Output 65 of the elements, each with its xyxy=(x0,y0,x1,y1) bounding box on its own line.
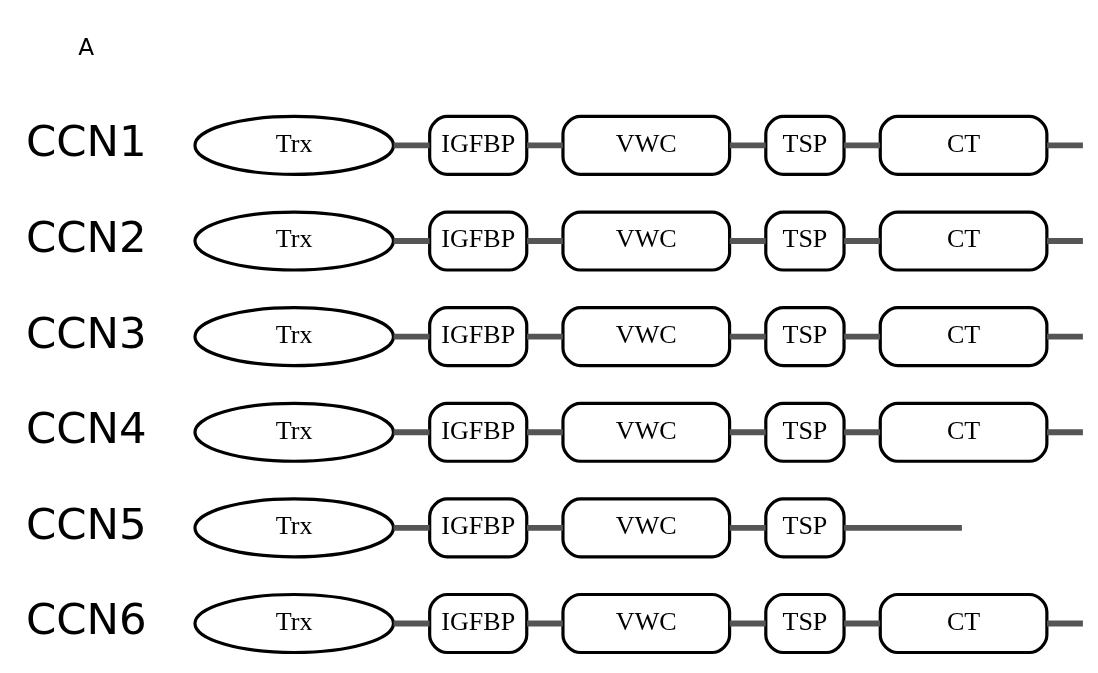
node-box: TSP xyxy=(764,401,846,463)
connector xyxy=(729,237,766,244)
label: CCN4 xyxy=(25,402,147,453)
node-ellipse: Trx xyxy=(193,209,396,272)
node-box: TSP xyxy=(764,114,846,176)
label: A xyxy=(78,32,95,60)
node-box: TSP xyxy=(764,209,846,272)
node-ellipse: Trx xyxy=(193,592,396,654)
node-box: VWC xyxy=(561,592,732,654)
connector xyxy=(393,333,430,340)
connector xyxy=(729,620,766,626)
connector xyxy=(844,620,881,626)
node-box: IGFBP xyxy=(428,401,529,463)
connector xyxy=(1047,620,1083,626)
connector xyxy=(527,333,563,340)
label: CCN1 xyxy=(25,115,147,166)
connector xyxy=(393,524,430,531)
connector xyxy=(393,237,430,244)
node-box: TSP xyxy=(764,592,846,654)
connector xyxy=(729,142,766,148)
connector xyxy=(527,620,563,626)
node-box: VWC xyxy=(561,209,732,272)
node-box: IGFBP xyxy=(428,305,529,367)
node-box: IGFBP xyxy=(428,496,529,558)
connector xyxy=(729,333,766,340)
node-box: CT xyxy=(878,592,1049,654)
label: CCN2 xyxy=(25,211,147,262)
node-box: IGFBP xyxy=(428,114,529,176)
node-box: CT xyxy=(878,114,1049,176)
label: CCN6 xyxy=(25,593,147,644)
connector xyxy=(393,142,430,148)
node-ellipse: Trx xyxy=(193,496,396,558)
node-box: CT xyxy=(878,209,1049,272)
connector xyxy=(844,142,881,148)
node-box: TSP xyxy=(764,496,846,558)
node-box: TSP xyxy=(764,305,846,367)
label: CCN5 xyxy=(25,498,147,549)
connector xyxy=(393,620,430,626)
connector xyxy=(1047,237,1083,244)
node-ellipse: Trx xyxy=(193,305,396,367)
connector xyxy=(1047,428,1083,435)
node-ellipse: Trx xyxy=(193,114,396,176)
connector xyxy=(729,524,766,531)
connector xyxy=(393,428,430,435)
node-box: VWC xyxy=(561,305,732,367)
connector xyxy=(527,428,563,435)
node-box: VWC xyxy=(561,401,732,463)
connector xyxy=(1047,142,1083,148)
connector xyxy=(844,237,881,244)
connector xyxy=(527,524,563,531)
node-box: VWC xyxy=(561,496,732,558)
connector xyxy=(1047,333,1083,340)
node-box: IGFBP xyxy=(428,592,529,654)
connector xyxy=(527,237,563,244)
node-box: VWC xyxy=(561,114,732,176)
connector xyxy=(844,333,881,340)
connector xyxy=(844,524,962,531)
node-box: IGFBP xyxy=(428,209,529,272)
connector xyxy=(844,428,881,435)
label: CCN3 xyxy=(25,307,147,357)
node-box: CT xyxy=(878,401,1049,463)
node-ellipse: Trx xyxy=(193,401,396,463)
connector xyxy=(729,428,766,435)
node-box: CT xyxy=(878,305,1049,367)
connector xyxy=(527,142,563,148)
